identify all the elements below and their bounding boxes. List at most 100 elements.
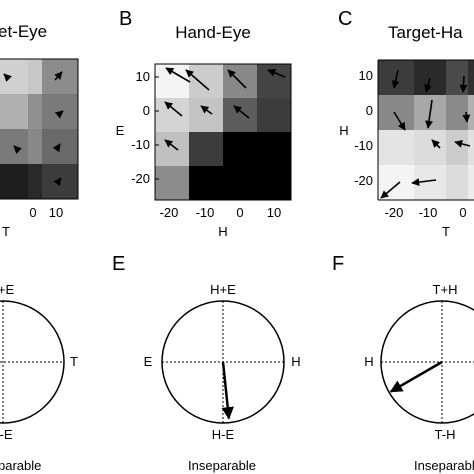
circle-left-label: E: [144, 354, 153, 369]
vector-arrow: [165, 67, 191, 83]
heatmap-cell: [42, 129, 78, 164]
y-tick-label: 0: [143, 103, 150, 118]
verdict-label: Inseparable: [188, 458, 256, 473]
y-axis-label: H: [339, 123, 348, 138]
vector-arrow: [380, 181, 401, 199]
vector-arrow: [53, 177, 62, 187]
circle-top-label: +E: [0, 282, 14, 297]
heatmap-cell: [28, 59, 42, 94]
heatmap-cell: [257, 132, 291, 166]
vector-arrow: [52, 143, 61, 153]
vector-arrow: [389, 360, 443, 393]
panel-b-heatmap: [155, 64, 291, 200]
vector-arrow: [391, 69, 400, 89]
vector-arrow: [393, 111, 406, 131]
heatmap-cell: [28, 164, 42, 199]
panel-d: +E -E T parable: [0, 282, 78, 473]
heatmap-cell: [468, 165, 474, 200]
heatmap-cell: [28, 129, 42, 164]
heatmap-cell: [378, 95, 414, 130]
vector-arrow: [431, 139, 441, 149]
vector-arrow: [459, 75, 468, 93]
vector-arrow: [411, 178, 437, 187]
heatmap-cell: [189, 98, 223, 132]
heatmap-cell: [189, 132, 223, 166]
vector-arrow: [424, 77, 432, 93]
x-tick-label: -20: [385, 205, 404, 220]
heatmap-cell: [0, 94, 28, 129]
panel-e: E H+E H-E E H Inseparable: [112, 253, 301, 473]
heatmap-cell: [223, 132, 257, 166]
heatmap-cell: [223, 166, 257, 200]
panel-f: F T+H T-H H Inseparable: [332, 253, 474, 473]
heatmap-cell: [446, 165, 468, 200]
x-axis-label: H: [218, 224, 227, 239]
panel-b-arrows: [164, 67, 286, 151]
panel-letter: E: [112, 253, 125, 275]
vector-arrow: [233, 105, 250, 119]
y-tick-label: 10: [136, 69, 150, 84]
vector-arrow: [13, 145, 22, 154]
vector-arrow: [3, 73, 12, 82]
y-tick-label: -20: [354, 173, 373, 188]
panel-letter: B: [119, 8, 132, 30]
circle-top-label: H+E: [210, 282, 236, 297]
verdict-label: Inseparable: [414, 458, 474, 473]
heatmap-cell: [257, 98, 291, 132]
circle-right-label: H: [291, 354, 300, 369]
heatmap-cell: [468, 95, 474, 130]
circle-bottom-label: T-H: [435, 427, 456, 442]
heatmap-cell: [468, 60, 474, 95]
heatmap-cell: [446, 95, 468, 130]
heatmap-cell: [0, 59, 28, 94]
heatmap-cell: [42, 59, 78, 94]
vector-arrow: [185, 69, 210, 91]
vector-arrow: [54, 71, 63, 81]
heatmap-cell: [155, 132, 189, 166]
vector-arrow: [454, 139, 471, 148]
verdict-label: parable: [0, 458, 41, 473]
heatmap-cell: [257, 166, 291, 200]
heatmap-cell: [257, 64, 291, 98]
panel-a-frame: [0, 58, 79, 200]
heatmap-cell: [378, 130, 414, 165]
vector-arrow: [267, 69, 286, 78]
circle-left-label: H: [364, 354, 373, 369]
panel-a-heatmap: [0, 59, 78, 199]
panel-a-title: et-Eye: [0, 22, 47, 41]
panel-a-arrows: [3, 71, 64, 187]
heatmap-cell: [223, 98, 257, 132]
x-tick-label: 10: [49, 205, 63, 220]
y-tick-label: 0: [366, 103, 373, 118]
panel-c: C Target-Ha: [338, 8, 474, 239]
vector-arrow: [164, 101, 183, 117]
vector-arrow: [200, 105, 213, 115]
vector-arrow: [54, 110, 64, 119]
panel-letter: F: [332, 253, 344, 275]
circle-right-label: T: [70, 354, 78, 369]
heatmap-cell: [155, 98, 189, 132]
vector-arrow: [221, 361, 234, 420]
vector-arrow: [164, 139, 179, 151]
x-tick-label: -10: [419, 205, 438, 220]
circle-bottom-label: -E: [0, 427, 13, 442]
panel-c-heatmap: [378, 60, 474, 200]
heatmap-cell: [189, 64, 223, 98]
heatmap-cell: [42, 164, 78, 199]
y-axis-label: E: [116, 123, 125, 138]
panel-c-arrows: [380, 69, 471, 199]
panel-b-frame: [154, 63, 292, 201]
panel-b: B Hand-Eye: [116, 8, 292, 239]
heatmap-cell: [155, 166, 189, 200]
x-tick-label: -20: [160, 205, 179, 220]
heatmap-cell: [414, 60, 446, 95]
x-tick-label: 0: [29, 205, 36, 220]
y-tick-label: -20: [131, 171, 150, 186]
circle-top-label: T+H: [433, 282, 458, 297]
heatmap-cell: [414, 130, 446, 165]
panel-c-title: Target-Ha: [388, 23, 463, 42]
vector-arrow: [425, 99, 433, 129]
heatmap-cell: [378, 165, 414, 200]
x-tick-label: -10: [196, 205, 215, 220]
